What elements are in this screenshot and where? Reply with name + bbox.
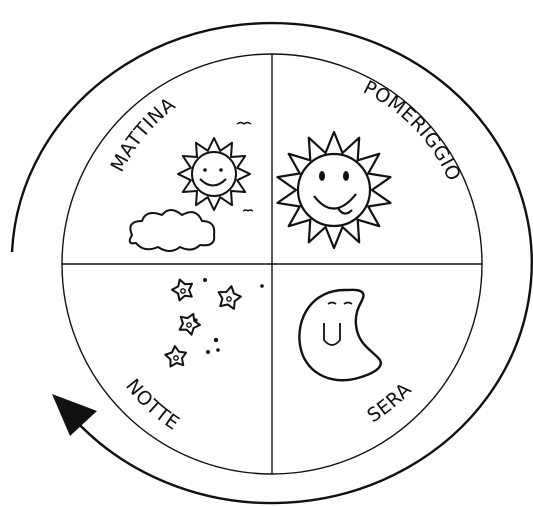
arrow-head-icon (52, 394, 97, 436)
